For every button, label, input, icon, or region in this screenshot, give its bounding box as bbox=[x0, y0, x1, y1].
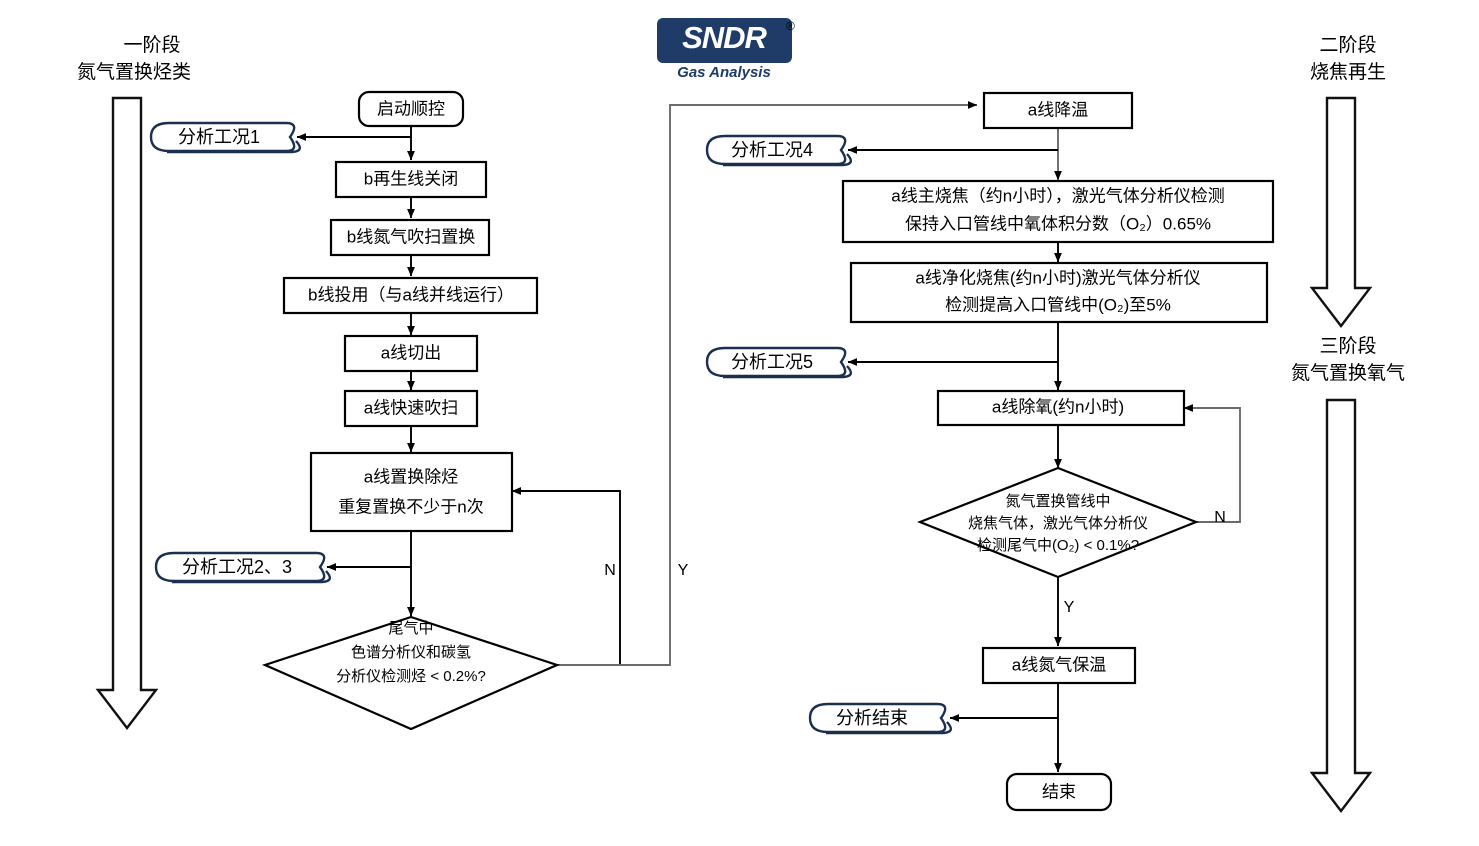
node-b-purge-label: b线氮气吹扫置换 bbox=[347, 227, 475, 246]
node-b-close[interactable]: b再生线关闭 bbox=[334, 160, 488, 199]
node-end[interactable]: 结束 bbox=[1005, 772, 1113, 812]
node-a-cutout[interactable]: a线切出 bbox=[343, 334, 479, 373]
node-a-mainburn-line2: 保持入口管线中氧体积分数（O₂）0.65% bbox=[905, 214, 1211, 233]
node-b-close-label: b再生线关闭 bbox=[364, 169, 458, 188]
stage-right-bottom-line2: 氮气置换氧气 bbox=[1291, 362, 1405, 384]
stage-arrow-left bbox=[95, 96, 159, 730]
node-a-deoxy-label: a线除氧(约n小时) bbox=[992, 397, 1124, 416]
stage-right-top-line2: 烧焦再生 bbox=[1310, 61, 1386, 83]
badge-case1[interactable]: 分析工况1 bbox=[149, 121, 302, 154]
node-a-cutout-label: a线切出 bbox=[381, 343, 441, 362]
node-a-fastpurge[interactable]: a线快速吹扫 bbox=[343, 389, 479, 428]
stage-right-bottom-line1: 三阶段 bbox=[1319, 335, 1376, 357]
decision-oxygen-line2: 烧焦气体，激光气体分析仪 bbox=[968, 515, 1148, 532]
node-a-mainburn-line1: a线主烧焦（约n小时），激光气体分析仪检测 bbox=[891, 186, 1224, 205]
registered-mark-icon: ® bbox=[786, 19, 795, 33]
logo-tagline: Gas Analysis bbox=[677, 64, 771, 81]
node-end-label: 结束 bbox=[1042, 782, 1076, 801]
decision-hydrocarbon[interactable]: 尾气中 色谱分析仪和碳氢 分析仪检测烃 < 0.2%? bbox=[261, 615, 561, 731]
node-a-dehydro[interactable]: a线置换除烃 重复置换不少于n次 bbox=[309, 451, 514, 533]
node-a-purifyburn-line2: 检测提高入口管线中(O₂)至5% bbox=[945, 295, 1171, 314]
node-a-keepwarm[interactable]: a线氮气保温 bbox=[981, 646, 1137, 685]
sndr-logo: SNDR Gas Analysis ® bbox=[657, 18, 795, 81]
node-a-cooldown-label: a线降温 bbox=[1028, 100, 1088, 119]
badge-case1-label: 分析工况1 bbox=[178, 127, 260, 147]
node-b-purge[interactable]: b线氮气吹扫置换 bbox=[329, 218, 491, 257]
label-oxy-no: N bbox=[1214, 509, 1226, 526]
label-oxy-yes: Y bbox=[1064, 599, 1075, 616]
node-a-purifyburn-line1: a线净化烧焦(约n小时)激光气体分析仪 bbox=[915, 268, 1200, 287]
decision-oxygen-line3: 检测尾气中(O₂) < 0.1%? bbox=[977, 537, 1139, 554]
badge-case5-label: 分析工况5 bbox=[731, 352, 813, 372]
logo-mark: SNDR bbox=[682, 20, 767, 55]
decision-oxygen-line1: 氮气置换管线中 bbox=[1005, 493, 1110, 510]
conn-hydro-yes-to-cooldown bbox=[557, 101, 978, 666]
node-start[interactable]: 启动顺控 bbox=[357, 90, 465, 128]
badge-case23[interactable]: 分析工况2、3 bbox=[154, 551, 332, 584]
node-a-deoxy[interactable]: a线除氧(约n小时) bbox=[936, 389, 1186, 427]
decision-oxygen[interactable]: 氮气置换管线中 烧焦气体，激光气体分析仪 检测尾气中(O₂) < 0.1%? bbox=[917, 466, 1199, 579]
conn-oxy-no-loop bbox=[1183, 404, 1241, 523]
node-a-dehydro-line2: 重复置换不少于n次 bbox=[338, 497, 483, 516]
node-a-fastpurge-label: a线快速吹扫 bbox=[364, 398, 458, 417]
stage-arrow-right-top bbox=[1309, 96, 1373, 328]
node-a-purifyburn[interactable]: a线净化烧焦(约n小时)激光气体分析仪 检测提高入口管线中(O₂)至5% bbox=[849, 261, 1269, 324]
stage-right-top-line1: 二阶段 bbox=[1319, 34, 1376, 56]
decision-hydrocarbon-line2: 色谱分析仪和碳氢 bbox=[351, 644, 471, 661]
stage-left-line1: 一阶段 bbox=[123, 34, 180, 56]
badge-case4-label: 分析工况4 bbox=[731, 140, 813, 160]
node-a-dehydro-line1: a线置换除烃 bbox=[364, 467, 458, 486]
badge-case5[interactable]: 分析工况5 bbox=[705, 346, 853, 379]
node-a-keepwarm-label: a线氮气保温 bbox=[1012, 655, 1106, 674]
label-hydro-no: N bbox=[604, 562, 616, 579]
node-b-inuse[interactable]: b线投用（与a线并线运行） bbox=[282, 276, 539, 315]
node-a-cooldown[interactable]: a线降温 bbox=[982, 91, 1134, 130]
node-start-label: 启动顺控 bbox=[377, 99, 445, 118]
badge-case23-label: 分析工况2、3 bbox=[182, 557, 292, 577]
stage-left-line2: 氮气置换烃类 bbox=[77, 61, 191, 83]
stage-arrow-right-bottom bbox=[1309, 398, 1373, 813]
badge-analysis-done-label: 分析结束 bbox=[836, 708, 908, 728]
decision-hydrocarbon-line3: 分析仪检测烃 < 0.2%? bbox=[336, 668, 486, 685]
label-hydro-yes: Y bbox=[678, 562, 689, 579]
badge-case4[interactable]: 分析工况4 bbox=[705, 134, 853, 167]
node-b-inuse-label: b线投用（与a线并线运行） bbox=[308, 285, 514, 304]
badge-analysis-done[interactable]: 分析结束 bbox=[808, 702, 953, 735]
node-a-mainburn[interactable]: a线主烧焦（约n小时），激光气体分析仪检测 保持入口管线中氧体积分数（O₂）0.… bbox=[841, 179, 1275, 244]
decision-hydrocarbon-line1: 尾气中 bbox=[388, 620, 433, 637]
